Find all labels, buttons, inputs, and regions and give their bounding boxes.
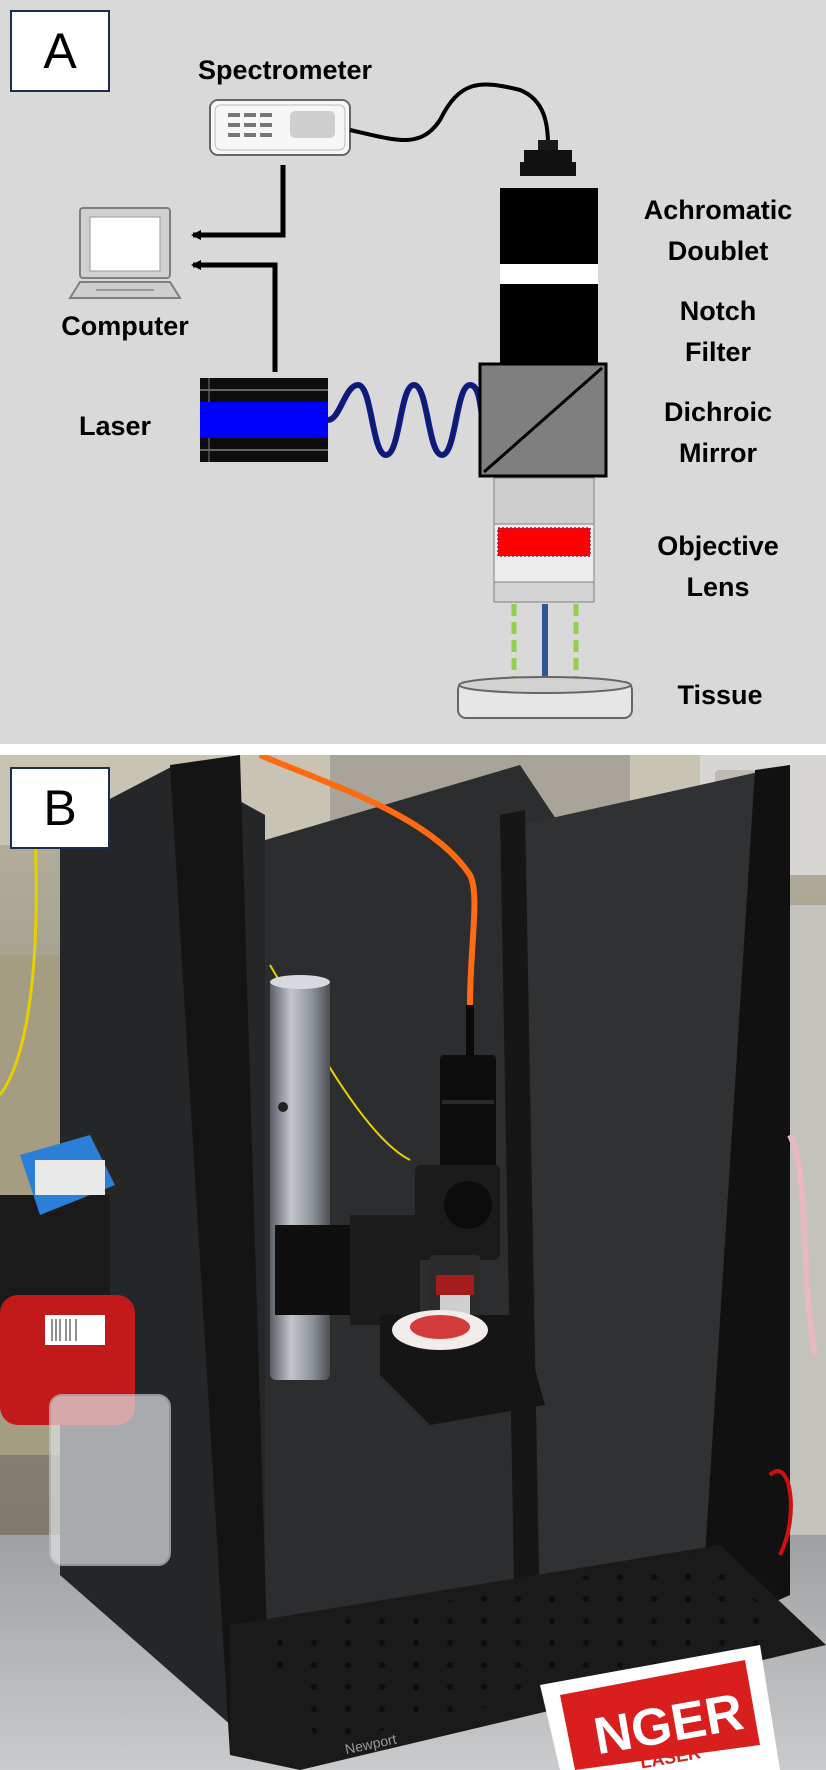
dichroic-mirror-cube [478, 362, 608, 478]
panel-a-schematic: A Spectrometer Computer Laser Achromatic… [0, 0, 826, 744]
mirror-label: Mirror [678, 438, 757, 468]
panel-b-photo: NGER LASER Newport B [0, 755, 826, 1770]
spectrometer-label: Spectrometer [197, 55, 373, 85]
fiber-connector-icon [520, 140, 576, 176]
probe-tube [440, 1055, 496, 1195]
objective-lens [493, 477, 595, 603]
spectrometer-icon [209, 99, 351, 156]
computer-icon [68, 207, 182, 299]
tissue-dish-icon [457, 676, 633, 719]
achromatic-label: Achromatic [643, 195, 793, 225]
mounting-post [270, 980, 330, 1380]
doublet-label: Doublet [667, 236, 769, 266]
spectrometer-fiber [349, 82, 550, 146]
lens-label: Lens [686, 572, 750, 602]
photo-graphics: NGER LASER Newport [0, 755, 826, 1770]
specimen-cup [49, 1394, 171, 1566]
laser-to-computer-arrow [191, 260, 278, 372]
tissue-label: Tissue [677, 680, 763, 710]
notch-label: Notch [679, 296, 757, 326]
filter-label: Filter [684, 337, 751, 367]
optical-tube [500, 188, 598, 364]
panel-b-label: B [10, 767, 110, 849]
orange-fiber [258, 755, 478, 1006]
computer-label: Computer [61, 311, 189, 341]
spectrometer-to-computer-arrow [191, 165, 286, 240]
panel-a-label: A [10, 10, 110, 92]
laser-icon [200, 378, 328, 462]
schematic-graphics [68, 82, 633, 719]
objective-label: Objective [657, 531, 779, 561]
laser-label: Laser [78, 411, 152, 441]
dichroic-label: Dichroic [663, 397, 773, 427]
